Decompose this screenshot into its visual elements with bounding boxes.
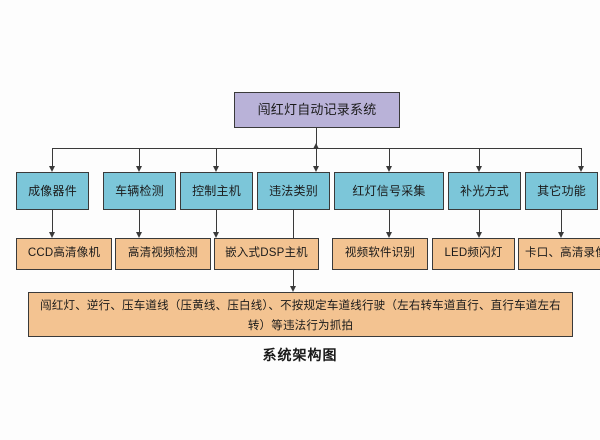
connector-bus-drop-7	[581, 148, 582, 166]
connector-arrow-level1-1	[49, 166, 55, 172]
connector-arrow-level1-5	[386, 166, 392, 172]
connector-arrow-level1-2	[136, 166, 142, 172]
node-level1-control-host[interactable]: 控制主机	[180, 172, 253, 210]
connector-l1-l2-3	[216, 210, 217, 232]
node-level1-fill-light-mode[interactable]: 补光方式	[448, 172, 521, 210]
connector-l1-l2-4	[389, 210, 390, 232]
connector-arrow-level2-5	[476, 232, 482, 238]
node-level2-embedded-dsp-host[interactable]: 嵌入式DSP主机	[214, 238, 319, 270]
connector-bus-drop-3	[216, 148, 217, 166]
connector-arrow-level2-2	[136, 232, 142, 238]
connector-bus-drop-5	[389, 148, 390, 166]
node-level1-vehicle-detection[interactable]: 车辆检测	[103, 172, 176, 210]
connector-bus-drop-4	[316, 148, 317, 166]
node-level1-other-functions[interactable]: 其它功能	[525, 172, 598, 210]
node-level2-video-software-recognition[interactable]: 视频软件识别	[332, 238, 428, 270]
connector-root-arrowhead	[313, 143, 319, 149]
connector-arrow-level2-1	[49, 232, 55, 238]
connector-arrow-level2-3	[213, 232, 219, 238]
node-level2-ccd-hd-camera[interactable]: CCD高清像机	[16, 238, 112, 270]
connector-arrow-level2-6	[558, 232, 564, 238]
node-level2-hd-video-detection[interactable]: 高清视频检测	[115, 238, 211, 270]
connector-bus-drop-2	[139, 148, 140, 166]
connector-root-stem	[316, 128, 317, 148]
connector-arrow-level1-7	[578, 166, 584, 172]
node-level1-imaging-device[interactable]: 成像器件	[16, 172, 89, 210]
node-level2-led-strobe-light[interactable]: LED频闪灯	[432, 238, 515, 270]
node-root[interactable]: 闯红灯自动记录系统	[234, 92, 400, 128]
connector-arrow-detail	[290, 286, 296, 292]
connector-l1-l2-5	[479, 210, 480, 232]
node-detail-violation-list[interactable]: 闯红灯、逆行、压车道线（压黄线、压白线）、不按规定车道线行驶（左右转车道直行、直…	[28, 292, 573, 337]
connector-l1-l2-2	[139, 210, 140, 232]
connector-arrow-level1-4	[313, 166, 319, 172]
node-level2-checkpoint-hd-recording[interactable]: 卡口、高清录像	[518, 238, 600, 270]
connector-bus-drop-6	[479, 148, 480, 166]
node-level1-red-light-signal[interactable]: 红灯信号采集	[334, 172, 444, 210]
connector-bus-drop-1	[52, 148, 53, 166]
connector-arrow-level1-6	[476, 166, 482, 172]
connector-arrow-level2-4	[386, 232, 392, 238]
connector-l1-l2-6	[561, 210, 562, 232]
diagram-caption: 系统架构图	[262, 347, 338, 363]
connector-arrow-level1-3	[213, 166, 219, 172]
node-level1-violation-type[interactable]: 违法类别	[257, 172, 330, 210]
connector-l1-l2-1	[52, 210, 53, 232]
